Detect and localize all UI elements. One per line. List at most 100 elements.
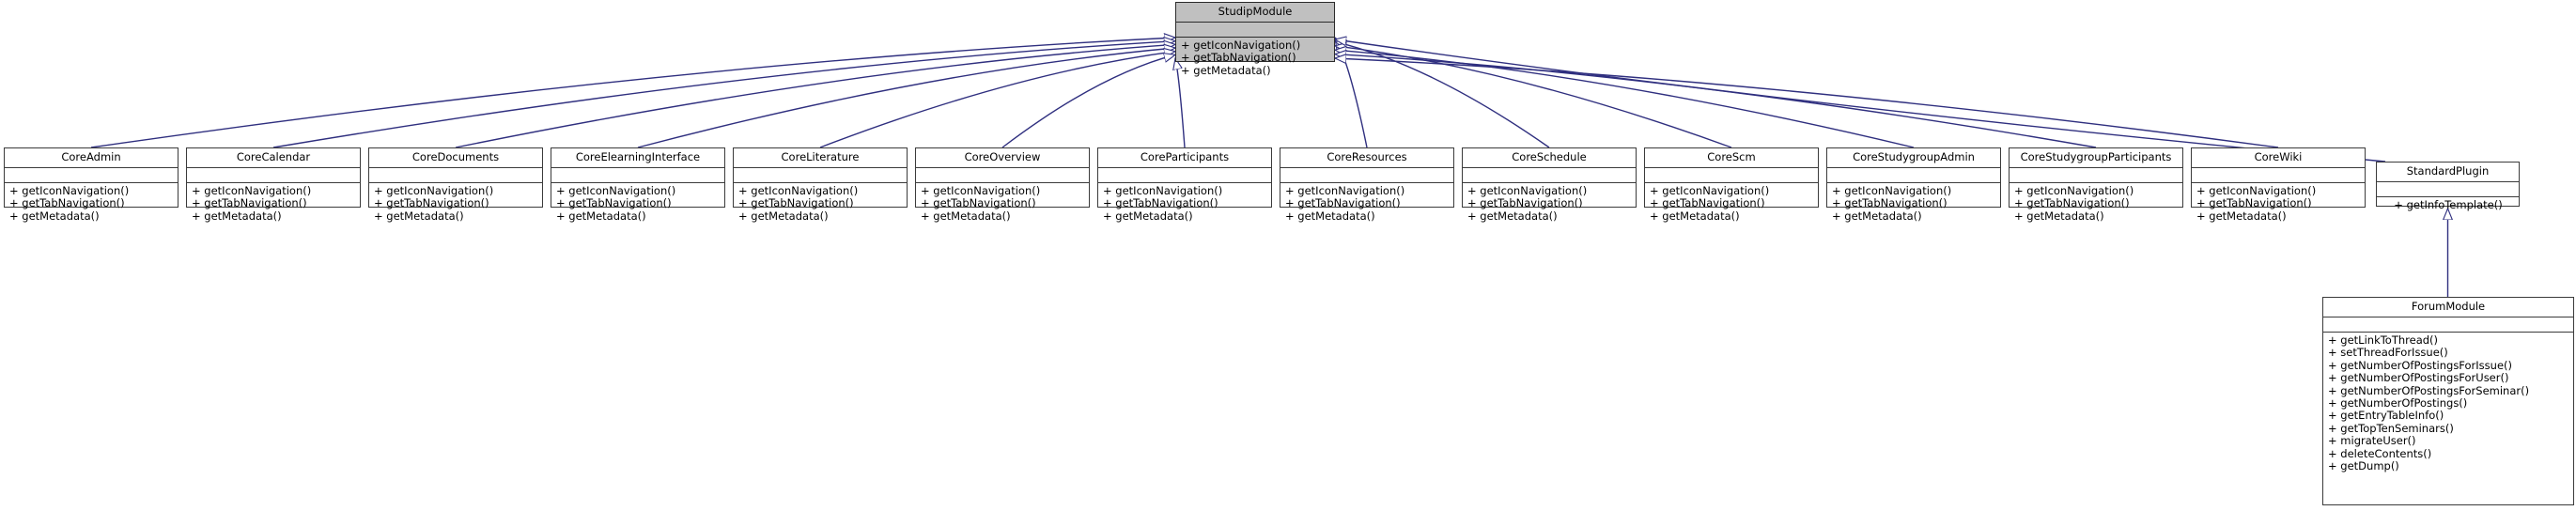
operation: + getIconNavigation() [9,184,130,197]
operation: + getTabNavigation() [921,196,1036,210]
class-operations-compartment: + getIconNavigation()+ getTabNavigation(… [734,183,907,225]
class-box-standardplugin[interactable]: StandardPlugin + getInfoTemplate() [2376,162,2520,211]
class-name: CoreScm [1645,148,1818,168]
operation: + getIconNavigation() [2196,184,2317,197]
operation: + getNumberOfPostingsForSeminar() [2328,383,2530,397]
class-name: CoreStudygroupAdmin [1827,148,2000,168]
class-box-coreresources[interactable]: CoreResources + getIconNavigation()+ getT… [1280,147,1454,223]
operation: + getIconNavigation() [1467,184,1588,197]
operation: + getTabNavigation() [1467,196,1583,210]
class-box-forummodule[interactable]: ForumModule + getLinkToThread()+ setThre… [2322,297,2574,505]
class-box-coreliterature[interactable]: CoreLiterature+ getIconNavigation()+ get… [733,147,908,223]
class-name: StudipModule [1176,3,1334,23]
class-operations-compartment: + getIconNavigation() + getTabNavigation… [1176,38,1334,80]
class-name: StandardPlugin [2377,163,2519,182]
operation: + getTabNavigation() [1103,196,1218,210]
operation: + migrateUser() [2328,434,2416,448]
operation: + deleteContents() [2328,446,2432,460]
class-box-corewiki[interactable]: CoreWiki + getIconNavigation()+ getTabNav… [2191,147,2366,223]
operation: + getMetadata() [738,209,829,223]
operation: + getIconNavigation() [921,184,1041,197]
class-attributes-compartment [2377,182,2519,197]
class-attributes-compartment [1280,168,1453,183]
class-box-coredocuments[interactable]: CoreDocuments + getIconNavigation()+ getT… [368,147,543,223]
class-box-coreschedule[interactable]: CoreSchedule+ getIconNavigation()+ getTa… [1462,147,1637,223]
operation: + getDump() [2328,459,2399,473]
operation: + getTabNavigation() [1285,196,1401,210]
class-name: CoreAdmin [5,148,178,168]
class-name: CoreCalendar [187,148,360,168]
operation: + getMetadata() [1285,209,1375,223]
generalization-edge [637,48,1175,148]
generalization-edge [1335,41,1550,148]
class-name: CoreOverview [916,148,1089,168]
class-attributes-compartment [187,168,360,183]
operation: + getMetadata() [1832,209,1922,223]
operation: + getMetadata() [1467,209,1558,223]
operation: + getNumberOfPostingsForIssue() [2328,358,2512,372]
operation: + getNumberOfPostings() [2328,396,2468,410]
operation: + getIconNavigation() [374,184,494,197]
class-attributes-compartment [1463,168,1636,183]
class-attributes-compartment [369,168,542,183]
operation: + getIconNavigation() [1650,184,1770,197]
class-operations-compartment: + getIconNavigation()+ getTabNavigation(… [1827,183,2000,225]
class-name: CoreResources [1280,148,1453,168]
operation: + getIconNavigation() [1832,184,1952,197]
operation: + getTabNavigation() [2196,196,2312,210]
operation: + getMetadata() [1103,209,1193,223]
operation: + getInfoTemplate() [2394,198,2503,211]
class-box-coreparticipants[interactable]: CoreParticipants+ getIconNavigation()+ g… [1097,147,1272,223]
generalization-edge [455,44,1175,148]
class-attributes-compartment [2323,317,2573,333]
class-attributes-compartment [5,168,178,183]
class-attributes-compartment [2192,168,2365,183]
class-attributes-compartment [1827,168,2000,183]
generalization-edge [1335,39,2386,163]
class-box-corestudygroupparticipants[interactable]: CoreStudygroupParticipants+ getIconNavig… [2009,147,2183,223]
class-operations-compartment: + getIconNavigation()+ getTabNavigation(… [1280,183,1453,225]
operation: + getMetadata() [2014,209,2104,223]
class-box-studipmodule[interactable]: StudipModule + getIconNavigation() + get… [1175,2,1335,77]
operation: + getMetadata() [2196,209,2287,223]
operation: + getIconNavigation() [192,184,312,197]
generalization-edge [272,41,1175,148]
operation: + getTabNavigation() [2014,196,2130,210]
class-operations-compartment: + getIconNavigation()+ getTabNavigation(… [2192,183,2365,225]
operation: + getTabNavigation() [1832,196,1948,210]
class-operations-compartment: + getIconNavigation()+ getTabNavigation(… [916,183,1089,225]
class-operations-compartment: + getIconNavigation()+ getTabNavigation(… [2010,183,2182,225]
operation: + getTabNavigation() [374,196,489,210]
operation: + getIconNavigation() [1103,184,1223,197]
generalization-edge [1335,38,1368,148]
operation: + getIconNavigation() [1285,184,1405,197]
class-operations-compartment: + getIconNavigation()+ getTabNavigation(… [5,183,178,225]
operation: + getIconNavigation() [556,184,676,197]
class-name: CoreDocuments [369,148,542,168]
class-attributes-compartment [1176,23,1334,38]
operation: + getIconNavigation() [1181,39,1301,52]
class-operations-compartment: + getLinkToThread()+ setThreadForIssue()… [2323,333,2573,475]
class-box-coreadmin[interactable]: CoreAdmin + getIconNavigation()+ getTabNa… [4,147,178,223]
generalization-edge [1001,54,1175,148]
class-operations-compartment: + getIconNavigation()+ getTabNavigation(… [1463,183,1636,225]
class-box-coreoverview[interactable]: CoreOverview + getIconNavigation()+ getTa… [915,147,1090,223]
class-operations-compartment: + getIconNavigation()+ getTabNavigation(… [1645,183,1818,225]
generalization-edge [1335,58,2279,148]
class-attributes-compartment [916,168,1089,183]
operation: + getIconNavigation() [738,184,859,197]
class-box-corestudygroupadmin[interactable]: CoreStudygroupAdmin + getIconNavigation()… [1826,147,2001,223]
operation: + getTabNavigation() [192,196,307,210]
operation: + getEntryTableInfo() [2328,409,2444,423]
class-operations-compartment: + getInfoTemplate() [2377,197,2519,214]
class-box-corecalendar[interactable]: CoreCalendar + getIconNavigation()+ getTa… [186,147,361,223]
class-operations-compartment: + getIconNavigation()+ getTabNavigation(… [187,183,360,225]
class-operations-compartment: + getIconNavigation()+ getTabNavigation(… [551,183,724,225]
class-box-coreelearninginterface[interactable]: CoreElearningInterface+ getIconNavigatio… [551,147,725,223]
class-box-corescm[interactable]: CoreScm + getIconNavigation()+ getTabNavi… [1644,147,1819,223]
operation: + getTabNavigation() [738,196,854,210]
class-attributes-compartment [1098,168,1271,183]
class-name: CoreWiki [2192,148,2365,168]
class-name: ForumModule [2323,298,2573,317]
